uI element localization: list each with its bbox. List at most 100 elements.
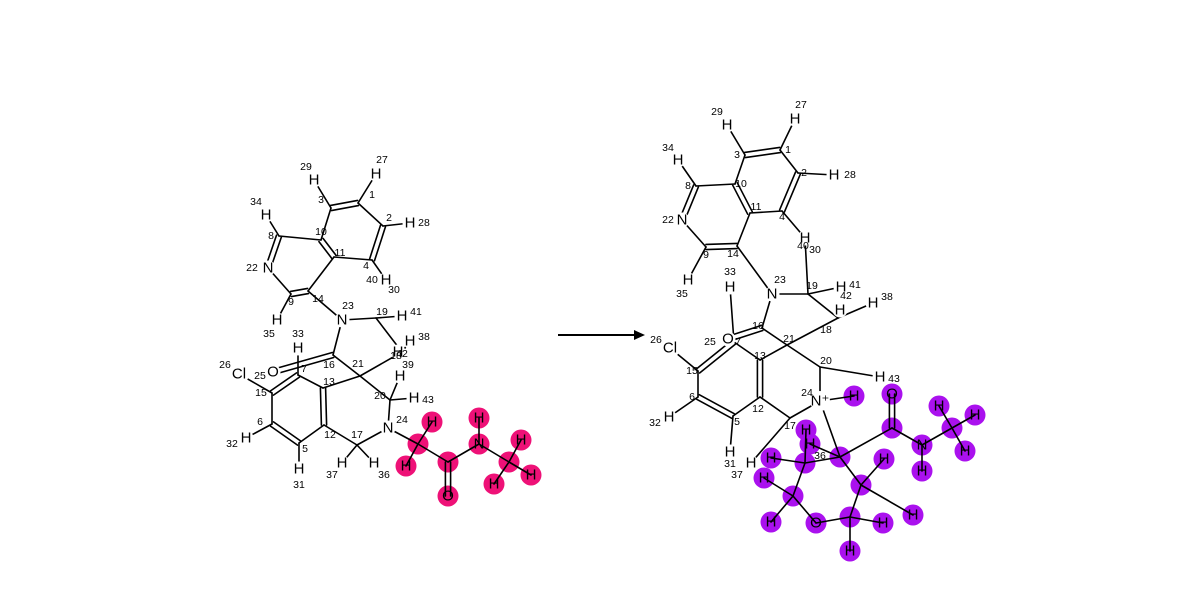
- product-atom-index-11: 11: [751, 201, 762, 213]
- product-atom-p_nh: H: [917, 463, 928, 480]
- reactant-atom-a35: H: [272, 312, 283, 329]
- product-a21-a13-bond: [759, 344, 788, 361]
- product-atom-a38: H: [868, 295, 879, 312]
- right-arrow-icon: [634, 330, 645, 340]
- reactant-atom-index-12: 12: [324, 429, 336, 441]
- reactant-a4-a11-bond: [333, 256, 373, 261]
- reactant-a21-a20-bond: [359, 375, 391, 401]
- product-atom-index-28: 28: [844, 169, 856, 181]
- reactant-rg_c3-rg_h5-bond: [508, 461, 532, 476]
- product-atom-a22: N: [677, 212, 688, 229]
- reactant-atom-index-7: 7: [301, 363, 307, 375]
- reactant-a5-a12-bond: [298, 424, 325, 444]
- reactant-a2-a4-double-bond-b: [373, 226, 387, 262]
- product-atom-a33: H: [725, 279, 736, 296]
- product-atom-index-18: 18: [820, 324, 832, 336]
- reactant-a16-o_carbonyl-double-bond-a: [271, 351, 334, 371]
- product-a9-a14-double-bond-b: [705, 242, 738, 246]
- product-atom-bg-a43: [872, 369, 888, 385]
- reactant-atom-rg_h5: H: [526, 467, 537, 484]
- reactant-a13-a7-bond: [297, 374, 324, 389]
- product-a6-a5-double-bond-b: [698, 393, 736, 415]
- reactant-atom-index-5: 5: [302, 443, 308, 455]
- reactant-atom-index-22: 22: [246, 262, 258, 274]
- reactant-a12-a13-double-bond-b: [319, 387, 323, 426]
- reactant-a6-a5-double-bond-a: [269, 425, 299, 446]
- reactant-a21-a13-bond: [322, 375, 361, 389]
- product-atom-index-1: 1: [785, 144, 791, 156]
- reactant-atom-a37: H: [337, 455, 348, 472]
- product-p_o_ring-p_cc-bond: [815, 516, 851, 524]
- product-atom-index-25: 25: [704, 336, 716, 348]
- product-atom-index-24: 24: [801, 387, 813, 399]
- reactant-atom-index-11: 11: [335, 247, 346, 259]
- reactant-atom-bg-a24: [380, 420, 396, 436]
- product-atom-p_cb_h1: H: [759, 470, 770, 487]
- product-atom-index-20: 20: [820, 355, 832, 367]
- product-atom-index-40: 40: [797, 240, 809, 252]
- product-atom-index-29: 29: [711, 106, 723, 118]
- reactant-a17-a12-bond: [323, 424, 358, 446]
- product-atom-index-42: 42: [840, 290, 852, 302]
- reactant-atom-bg-a38: [402, 333, 418, 349]
- reactant-atom-a23: N: [337, 312, 348, 329]
- reactant-atom-index-6: 6: [257, 416, 263, 428]
- reactant-a9-a14-double-bond-b: [289, 287, 309, 293]
- reaction-arrow: [558, 330, 645, 340]
- product-a14-a11-bond: [736, 212, 751, 247]
- product-a2-a4-double-bond-b: [783, 173, 802, 213]
- product-atom-a27: H: [790, 111, 801, 128]
- reactant-atom-index-39: 39: [402, 359, 414, 371]
- reactant-atom-a31: H: [294, 461, 305, 478]
- product-p_cb-p_o_ring-bond: [792, 495, 817, 524]
- reactant-a7-a15-double-bond-b: [272, 376, 301, 396]
- reactant-atom-a24: N: [383, 420, 394, 437]
- product-a11-a10-double-bond-b: [731, 184, 749, 215]
- product-atom-index-16: 16: [752, 320, 764, 332]
- product-a10-a8-bond: [695, 183, 736, 187]
- reactant-atom-index-27: 27: [376, 154, 388, 166]
- product-atom-p_cc_h1: H: [878, 515, 889, 532]
- product-atom-bg-a34: [670, 152, 686, 168]
- product-p_cme-p_me_h1-bond: [938, 405, 953, 429]
- product-a17-a37-bond: [750, 417, 791, 464]
- product-p_cd-a36-bond: [839, 456, 862, 486]
- reactant-rg_c1-rg_h2-bond: [405, 443, 419, 467]
- product-a7-a33-bond: [729, 286, 735, 343]
- reactant-atom-index-23: 23: [342, 300, 354, 312]
- reactant-atom-bg-a35: [269, 312, 285, 328]
- product-atom-p_n_amide: N: [917, 437, 928, 454]
- product-atom-a37: H: [746, 455, 757, 472]
- product-atom-a28: H: [829, 167, 840, 184]
- reactant-a6-a5-double-bond-b: [272, 421, 302, 442]
- product-atom-index-35: 35: [676, 288, 688, 300]
- product-atom-bg-a38: [865, 295, 881, 311]
- reactant-atom-a43: H: [409, 390, 420, 407]
- reactant-atom-index-16: 16: [323, 359, 335, 371]
- reactant-atom-index-20: 20: [374, 390, 386, 402]
- reactant-atom-index-42: 42: [396, 348, 408, 360]
- reactant-rg_c2-rg_n-bond: [447, 443, 480, 463]
- product-atom-bg-a23: [764, 286, 780, 302]
- product-atom-index-38: 38: [881, 291, 893, 303]
- reactant-atom-bg-a39: [392, 368, 408, 384]
- product-p_cb-p_cb_h2-bond: [770, 495, 794, 523]
- product-atom-bg-a22: [674, 212, 690, 228]
- reactant-rg_c1-rg_h1-bond: [417, 421, 433, 445]
- product-a36-p_c_amide-bond: [839, 427, 893, 458]
- reactant-a7-a15-double-bond-a: [269, 372, 298, 392]
- product-a36-p_c36h-bond: [809, 443, 841, 458]
- product-p_cd-p_cd_h1-bond: [860, 458, 885, 486]
- product-atom-p_me_h3: H: [960, 443, 971, 460]
- product-atom-bg-a37: [743, 455, 759, 471]
- product-atom-a34: H: [673, 152, 684, 169]
- reactant-atom-rg_h2: H: [401, 458, 412, 475]
- reactant-atom-a41: H: [397, 308, 408, 325]
- product-atom-index-43: 43: [888, 373, 900, 385]
- product-atom-index-13: 13: [754, 350, 766, 362]
- reactant-atom-bg-a26: [229, 364, 249, 384]
- reactant-atom-rg_o: O: [442, 488, 454, 505]
- reactant-atom-a36: H: [369, 455, 380, 472]
- product-p_cme-p_me_h3-bond: [951, 427, 966, 452]
